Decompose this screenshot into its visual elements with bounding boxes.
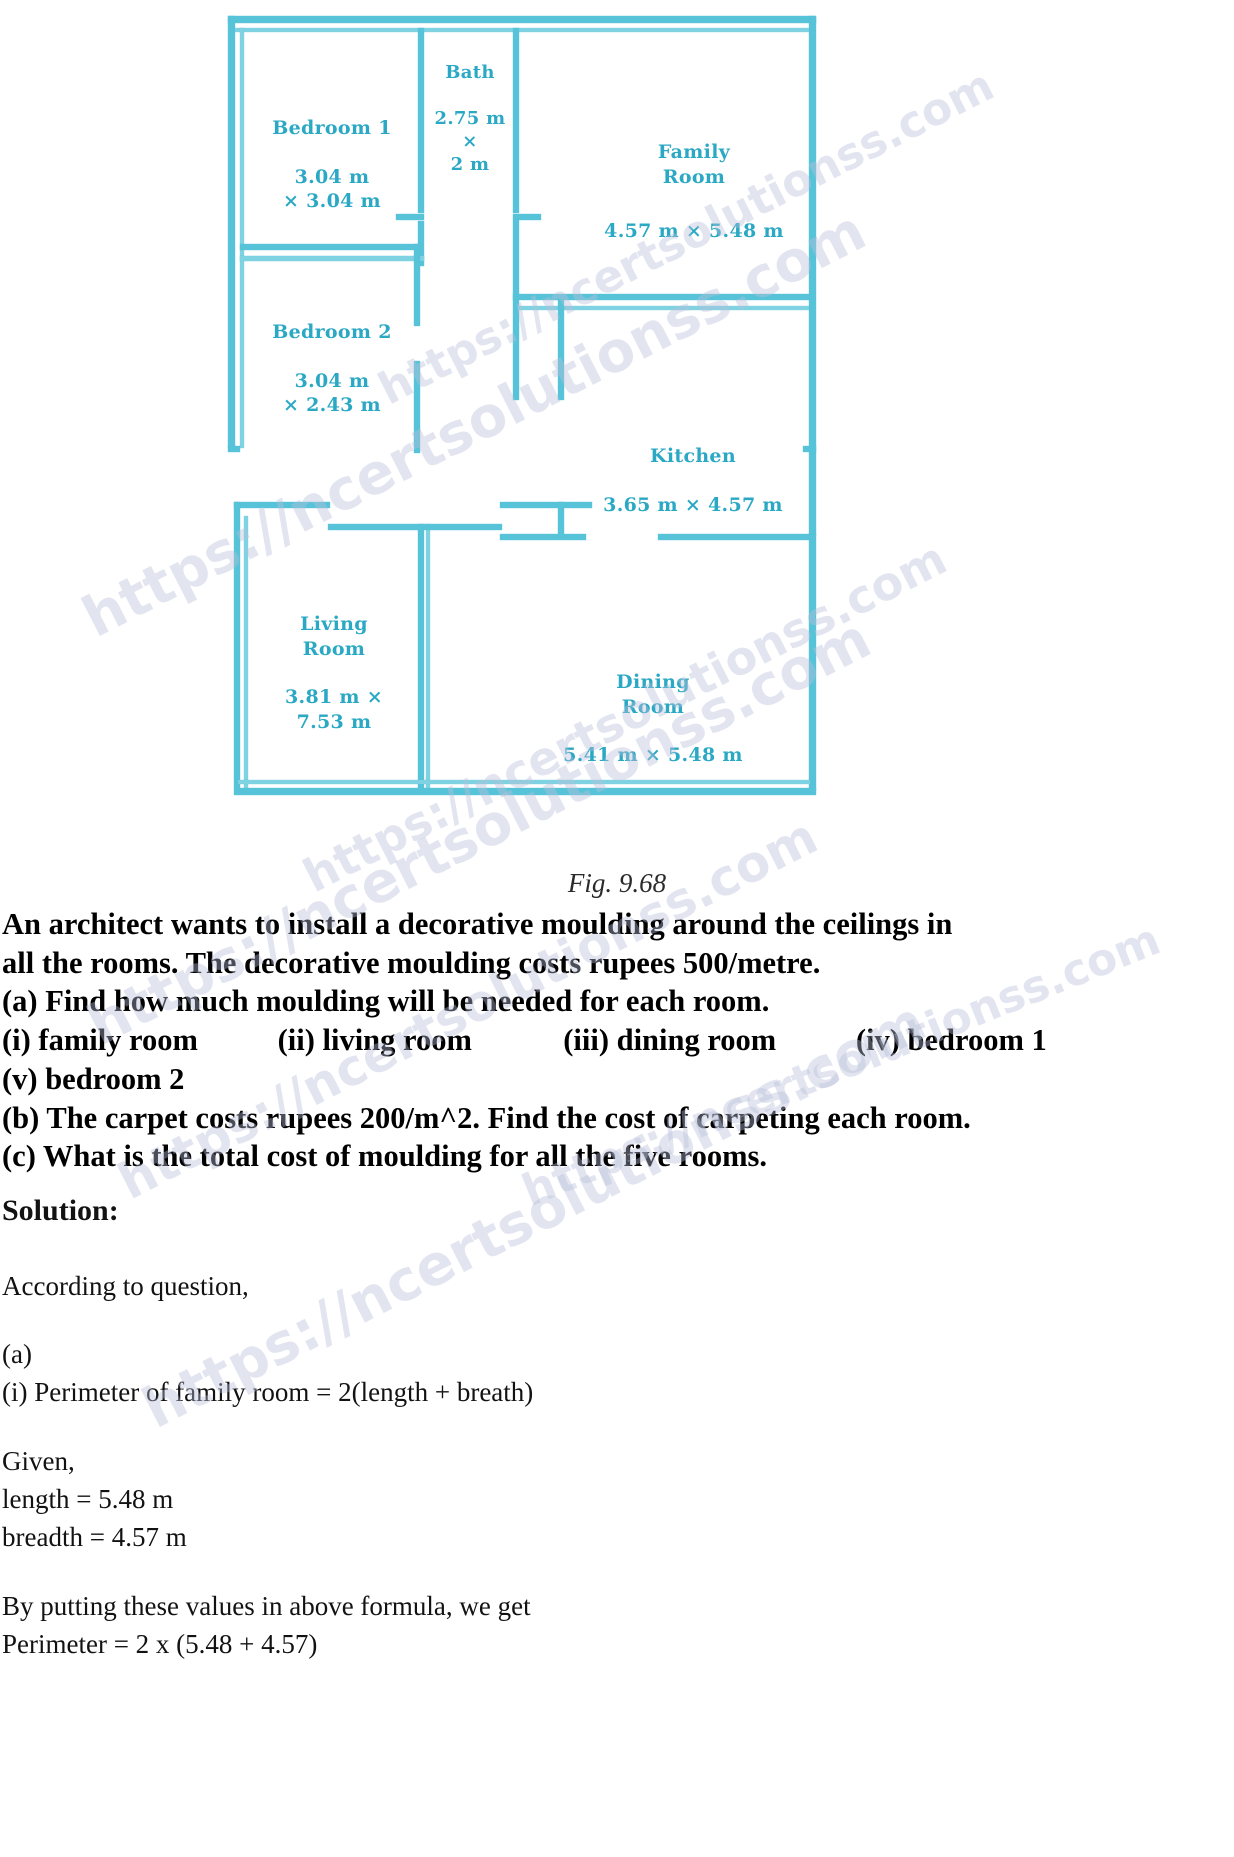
figure-caption: Fig. 9.68	[567, 868, 667, 898]
wall-outer-right-upper	[809, 16, 816, 536]
room-label-kitchen: Kitchen 3.65 m × 4.57 m	[576, 420, 810, 542]
wall-living-top-right	[328, 524, 424, 530]
solution-intro: According to question,	[2, 1270, 249, 1301]
figure-area: Bedroom 1 3.04 m × 3.04 m Bath 2.75 m × …	[228, 16, 816, 898]
wall-living-top	[234, 502, 330, 508]
question-item-iii: (iii) dining room	[563, 1023, 777, 1058]
solution-step-1: (i) Perimeter of family room = 2(length …	[2, 1377, 534, 1408]
question-item-iv: (iv) bedroom 1	[855, 1023, 1047, 1058]
question-part-b: (b) The carpet costs rupees 200/m^2. Fin…	[2, 1100, 971, 1135]
room-dimensions-bath: 2.75 m × 2 m	[434, 108, 506, 176]
wall-bedroom1-bedroom2	[240, 244, 420, 250]
solution-block: Solution: According to question, (a) (i)…	[2, 1190, 1232, 1663]
wall-family-bottom-inner	[518, 306, 809, 310]
wall-corridor-horizontal-mid	[500, 534, 586, 540]
question-line-1: An architect wants to install a decorati…	[2, 907, 953, 941]
wall-corridor-stub-vertical	[558, 502, 564, 536]
wall-bedroom1-bath	[418, 28, 424, 213]
wall-living-left-inner	[244, 516, 248, 788]
wall-corridor-stub-top	[500, 502, 592, 508]
question-part-c: (c) What is the total cost of moulding f…	[2, 1139, 767, 1174]
room-label-dining-room: Dining Room 5.41 m × 5.48 m	[510, 646, 796, 792]
room-dimensions-dining-room: 5.41 m × 5.48 m	[563, 744, 743, 767]
room-name-bath: Bath	[445, 62, 495, 84]
wall-outer-left-upper	[228, 16, 235, 448]
wall-bedroom2-right-lower	[414, 361, 420, 453]
wall-inner-top	[235, 28, 809, 32]
room-label-bedroom-1: Bedroom 1 3.04 m × 3.04 m	[248, 92, 416, 238]
solution-given-breadth: breadth = 4.57 m	[2, 1522, 187, 1553]
wall-family-left-lower	[513, 220, 519, 400]
solution-heading: Solution:	[2, 1194, 119, 1227]
question-item-v: (v) bedroom 2	[2, 1061, 185, 1096]
question-block: An architect wants to install a decorati…	[2, 905, 1232, 1176]
wall-corridor-horizontal-right	[658, 534, 810, 540]
wall-dining-right	[809, 534, 816, 790]
room-label-family-room: Family Room 4.57 m × 5.48 m	[578, 116, 810, 268]
wall-bath-door-sill-left	[396, 214, 424, 220]
spacer-3	[2, 1557, 1232, 1587]
wall-bedroom2-bottom	[228, 446, 240, 452]
question-part-a: (a) Find how much moulding will be neede…	[2, 984, 770, 1019]
question-item-i: (i) family room	[2, 1023, 198, 1058]
wall-dining-top-left	[424, 524, 502, 530]
room-label-living-room: Living Room 3.81 m × 7.53 m	[252, 588, 416, 758]
wall-bedroom2-top	[240, 256, 424, 261]
wall-outer-bottom-inner	[238, 780, 810, 784]
room-name-family-room: Family Room	[657, 141, 731, 188]
room-name-bedroom-2: Bedroom 2	[272, 321, 392, 344]
solution-given-length: length = 5.48 m	[2, 1483, 174, 1514]
solution-part-label: (a)	[2, 1338, 32, 1369]
room-dimensions-bedroom-2: 3.04 m × 2.43 m	[283, 369, 381, 417]
room-name-dining-room: Dining Room	[616, 671, 690, 718]
wall-bath-family	[513, 28, 519, 213]
question-line-2: all the rooms. The decorative moulding c…	[2, 945, 821, 980]
room-name-bedroom-1: Bedroom 1	[272, 117, 392, 140]
solution-formula-intro: By putting these values in above formula…	[2, 1590, 531, 1621]
room-name-living-room: Living Room	[300, 613, 368, 660]
wall-kitchen-right-stub	[803, 446, 816, 452]
room-label-bath: Bath 2.75 m × 2 m	[424, 38, 516, 199]
wall-bedroom2-right-upper	[414, 244, 420, 326]
room-name-kitchen: Kitchen	[650, 445, 736, 468]
wall-living-right	[418, 524, 424, 788]
wall-kitchen-left	[558, 300, 564, 400]
room-dimensions-bedroom-1: 3.04 m × 3.04 m	[283, 165, 381, 213]
wall-inner-left-upper	[240, 28, 244, 448]
question-items-row-2: (v) bedroom 2	[2, 1060, 1232, 1099]
solution-formula-line: Perimeter = 2 x (5.48 + 4.57)	[2, 1628, 318, 1659]
wall-outer-bottom	[234, 788, 816, 795]
wall-bath-door-sill-right	[513, 214, 541, 220]
wall-living-left	[234, 502, 240, 788]
spacer-1	[2, 1305, 1232, 1335]
wall-bedroom1-door-jamb	[418, 221, 424, 266]
room-dimensions-living-room: 3.81 m × 7.53 m	[285, 686, 383, 733]
question-items-row-1: (i) family room (ii) living room (iii) d…	[2, 1021, 1232, 1060]
floor-plan-diagram: Bedroom 1 3.04 m × 3.04 m Bath 2.75 m × …	[228, 16, 816, 816]
wall-living-right-inner	[426, 524, 430, 788]
wall-family-bottom	[513, 294, 809, 300]
room-label-bedroom-2: Bedroom 2 3.04 m × 2.43 m	[248, 296, 416, 442]
solution-given-label: Given,	[2, 1445, 75, 1476]
spacer-2	[2, 1412, 1232, 1442]
room-dimensions-kitchen: 3.65 m × 4.57 m	[603, 493, 783, 516]
wall-outer-top	[228, 16, 816, 23]
question-item-ii: (ii) living room	[277, 1023, 472, 1058]
room-dimensions-family-room: 4.57 m × 5.48 m	[604, 220, 784, 243]
